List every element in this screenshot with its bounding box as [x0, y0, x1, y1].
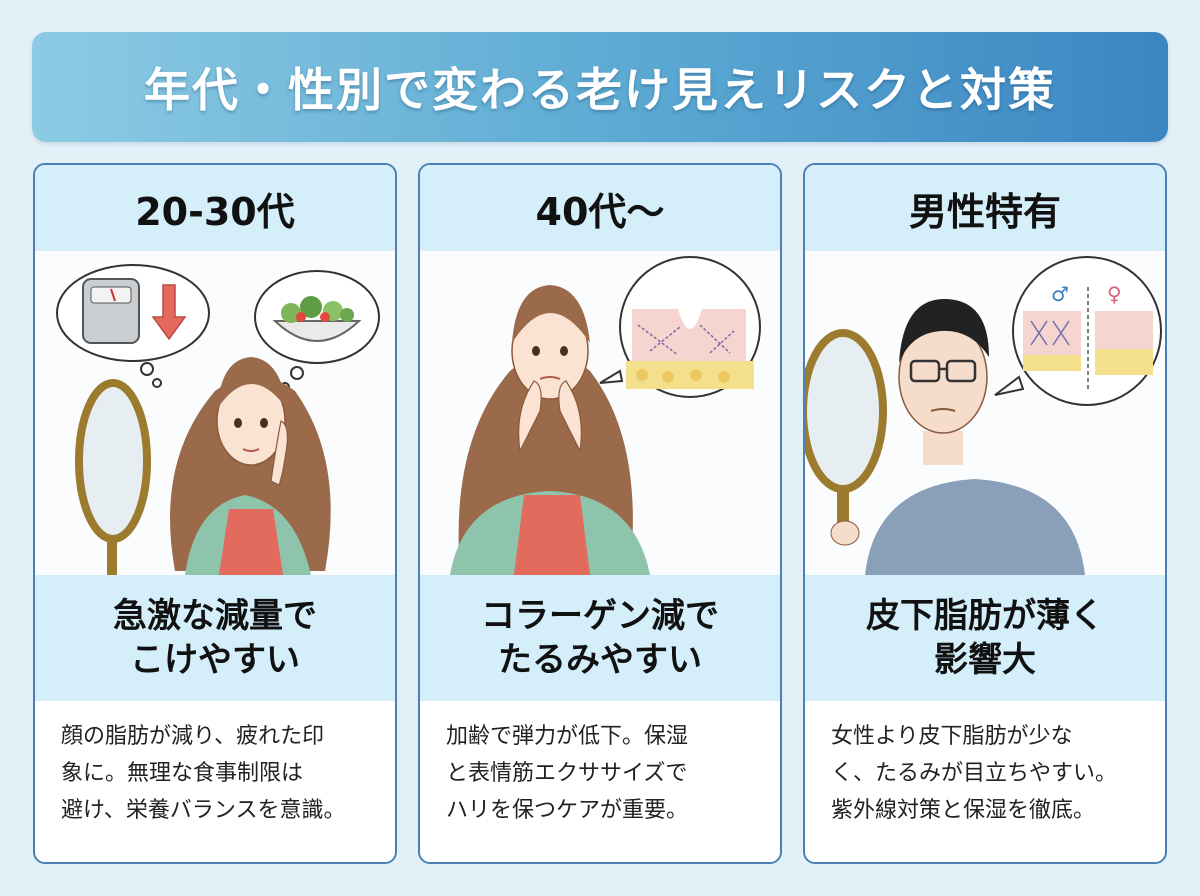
middle-aged-woman-sagging-skin-illustration — [420, 251, 780, 575]
page-title: 年代・性別で変わる老け見えリスクと対策 — [144, 63, 1056, 117]
woman-figure — [450, 285, 650, 575]
description-line: 女性より皮下脂肪が少な — [831, 724, 1073, 749]
description-line: 避け、栄養バランスを意識。 — [61, 797, 346, 823]
headline-line: コラーゲン減で — [481, 595, 719, 636]
description-line: 紫外線対策と保湿を徹底。 — [831, 797, 1096, 823]
description-line: と表情筋エクササイズで — [446, 760, 688, 786]
headline-line: たるみやすい — [498, 640, 702, 680]
description-line: く、たるみが目立ちやすい。 — [831, 760, 1118, 786]
card-header: 40代〜 — [420, 165, 780, 251]
card-description: 女性より皮下脂肪が少な く、たるみが目立ちやすい。 紫外線対策と保湿を徹底。 — [805, 701, 1165, 862]
card-description: 顔の脂肪が減り、疲れた印 象に。無理な食事制限は 避け、栄養バランスを意識。 — [35, 701, 395, 862]
card-description: 加齢で弾力が低下。保湿 と表情筋エクササイズで ハリを保つケアが重要。 — [420, 701, 780, 862]
card-20-30s: 20-30代 — [33, 163, 397, 864]
female-symbol-icon: ♀ — [1107, 282, 1122, 306]
headline-line: 皮下脂肪が薄く — [866, 595, 1104, 636]
hand-mirror-icon — [75, 379, 151, 575]
down-arrow-icon — [151, 284, 187, 341]
thought-bubble-scale — [56, 264, 210, 388]
description-line: 顔の脂肪が減り、疲れた印 — [61, 724, 325, 749]
skin-cross-section-bubble — [599, 256, 761, 398]
hand-mirror-icon — [805, 329, 887, 546]
man-with-mirror-illustration: ♂ ♀ — [805, 251, 1165, 575]
card-header: 20-30代 — [35, 165, 395, 251]
card-men: 男性特有 ♂ ♀ — [803, 163, 1167, 864]
woman-figure — [170, 357, 331, 575]
skin-comparison-bubble: ♂ ♀ — [994, 256, 1162, 406]
card-headline: 皮下脂肪が薄く 影響大 — [805, 575, 1165, 701]
description-line: 加齢で弾力が低下。保湿 — [446, 724, 689, 749]
title-banner: 年代・性別で変わる老け見えリスクと対策 — [32, 32, 1168, 142]
man-figure — [865, 298, 1085, 575]
description-line: 象に。無理な食事制限は — [61, 760, 304, 786]
headline-line: 急激な減量で — [113, 595, 317, 636]
salad-bowl-icon — [272, 320, 362, 342]
card-headline: コラーゲン減で たるみやすい — [420, 575, 780, 701]
thought-bubble-salad — [254, 270, 380, 392]
headline-line: こけやすい — [130, 640, 300, 680]
card-headline: 急激な減量で こけやすい — [35, 575, 395, 701]
young-woman-dieting-illustration — [35, 251, 395, 575]
headline-line: 影響大 — [934, 640, 1036, 680]
description-line: ハリを保つケアが重要。 — [446, 797, 689, 823]
card-40s: 40代〜 — [418, 163, 782, 864]
card-header: 男性特有 — [805, 165, 1165, 251]
male-symbol-icon: ♂ — [1051, 282, 1069, 306]
